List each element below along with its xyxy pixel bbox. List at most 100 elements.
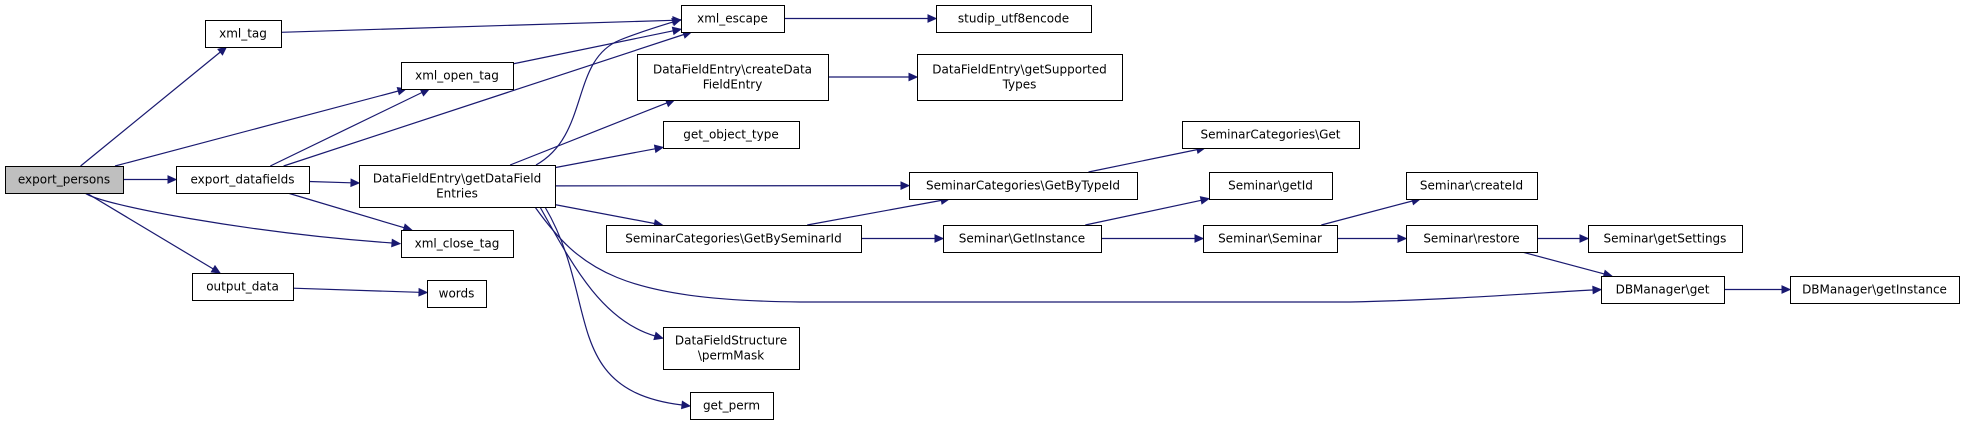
edge-db_get-to-db_instance: [1724, 285, 1792, 294]
edge-line: [539, 206, 656, 337]
node-get-object-type[interactable]: get_object_type: [663, 121, 800, 149]
edge-export_datafields-to-xml_open_tag: [270, 88, 431, 167]
edge-line: [554, 148, 656, 169]
node-box[interactable]: [1182, 121, 1360, 149]
node-box[interactable]: [205, 20, 282, 48]
edge-df_create-to-df_supported: [828, 72, 919, 82]
arrow-head-icon: [681, 400, 692, 410]
edge-export_datafields-to-df_get: [308, 178, 361, 188]
node-words[interactable]: words: [427, 280, 487, 308]
node-box[interactable]: [5, 166, 124, 194]
edge-line: [280, 19, 674, 33]
node-db-instance[interactable]: DBManager\getInstance: [1790, 276, 1960, 304]
edge-line: [84, 192, 393, 244]
edge-df_get-to-get_perm: [544, 206, 692, 410]
node-sem-restore[interactable]: Seminar\restore: [1406, 225, 1538, 253]
node-box[interactable]: [1209, 172, 1333, 200]
arrow-head-icon: [908, 72, 919, 82]
node-sem-settings[interactable]: Seminar\getSettings: [1588, 225, 1743, 253]
arrow-head-icon: [419, 88, 431, 97]
node-box[interactable]: [663, 327, 800, 370]
edge-df_get-to-dfs_permmask: [539, 206, 664, 341]
node-dfs-permmask[interactable]: DataFieldStructure\permMask: [663, 327, 800, 370]
node-export-datafields[interactable]: export_datafields: [176, 166, 310, 194]
node-label: DBManager\get: [1616, 283, 1710, 297]
node-db-get[interactable]: DBManager\get: [1601, 276, 1725, 304]
node-box[interactable]: [663, 121, 800, 149]
node-label: DataFieldStructure: [675, 334, 787, 348]
node-sem-createid[interactable]: Seminar\createId: [1406, 172, 1538, 200]
node-box[interactable]: [936, 5, 1092, 33]
edge-line: [270, 91, 423, 167]
node-box[interactable]: [401, 62, 514, 90]
edge-df_get-to-sc_seminarid: [554, 204, 664, 228]
edge-line: [287, 192, 405, 229]
node-xml-tag[interactable]: xml_tag: [205, 20, 282, 48]
node-label: SeminarCategories\GetByTypeId: [926, 179, 1120, 193]
node-box[interactable]: [1203, 225, 1338, 253]
edge-df_get-to-df_create: [509, 99, 676, 166]
node-sem-seminar[interactable]: Seminar\Seminar: [1203, 225, 1338, 253]
node-xml-close-tag[interactable]: xml_close_tag: [401, 230, 514, 258]
node-label: Seminar\restore: [1423, 232, 1519, 246]
node-label: \permMask: [698, 349, 764, 363]
node-box[interactable]: [192, 273, 294, 301]
node-box[interactable]: [1601, 276, 1725, 304]
node-box[interactable]: [401, 230, 514, 258]
arrow-head-icon: [927, 14, 938, 23]
node-box[interactable]: [909, 172, 1138, 200]
node-sem-getid[interactable]: Seminar\getId: [1209, 172, 1333, 200]
node-box[interactable]: [176, 166, 310, 194]
node-label: DataFieldEntry\createData: [653, 63, 812, 77]
node-label: export_datafields: [190, 173, 294, 187]
node-box[interactable]: [1406, 172, 1538, 200]
node-label: get_object_type: [683, 128, 779, 142]
node-box[interactable]: [1406, 225, 1538, 253]
edge-line: [308, 180, 352, 184]
nodes-layer: export_persons xml_tag xml_open_tag export_…: [5, 5, 1960, 420]
edge-line: [1085, 199, 1202, 226]
node-label: words: [439, 287, 475, 301]
node-box[interactable]: [637, 54, 829, 101]
arrow-head-icon: [210, 264, 222, 274]
edge-df_get-to-xml_escape: [535, 18, 682, 166]
node-export-persons[interactable]: export_persons: [5, 166, 124, 194]
edge-line: [1088, 149, 1198, 173]
node-label: DataFieldEntry\getDataField: [373, 172, 541, 186]
node-sc-typeid[interactable]: SeminarCategories\GetByTypeId: [909, 172, 1138, 200]
edge-sem_getinstance-to-sem_seminar: [1101, 234, 1205, 243]
node-studip-utf8encode[interactable]: studip_utf8encode: [936, 5, 1092, 33]
node-label: Seminar\getId: [1228, 179, 1313, 193]
node-xml-open-tag[interactable]: xml_open_tag: [401, 62, 514, 90]
arrow-head-icon: [671, 18, 682, 27]
edge-xml_open_tag-to-xml_escape: [512, 26, 683, 65]
node-box[interactable]: [681, 5, 785, 33]
node-sc-seminarid[interactable]: SeminarCategories\GetBySeminarId: [606, 225, 862, 253]
arrow-head-icon: [1194, 234, 1205, 243]
node-sc-get[interactable]: SeminarCategories\Get: [1182, 121, 1360, 149]
node-box[interactable]: [1790, 276, 1960, 304]
arrow-head-icon: [900, 181, 911, 190]
arrow-head-icon: [217, 46, 228, 56]
node-box[interactable]: [427, 280, 487, 308]
edge-sem_restore-to-db_get: [1521, 251, 1614, 279]
node-output-data[interactable]: output_data: [192, 273, 294, 301]
arrow-head-icon: [1397, 234, 1408, 243]
node-box[interactable]: [690, 392, 774, 420]
node-box[interactable]: [943, 225, 1102, 253]
node-box[interactable]: [917, 54, 1123, 101]
node-sem-getinstance[interactable]: Seminar\GetInstance: [943, 225, 1102, 253]
edge-line: [509, 102, 668, 166]
edge-line: [114, 90, 399, 167]
node-xml-escape[interactable]: xml_escape: [681, 5, 785, 33]
node-label: Seminar\Seminar: [1218, 232, 1322, 246]
node-box[interactable]: [1588, 225, 1743, 253]
node-box[interactable]: [606, 225, 862, 253]
arrow-head-icon: [653, 331, 664, 341]
node-box[interactable]: [359, 165, 556, 208]
node-get-perm[interactable]: get_perm: [690, 392, 774, 420]
node-label: output_data: [206, 280, 279, 294]
